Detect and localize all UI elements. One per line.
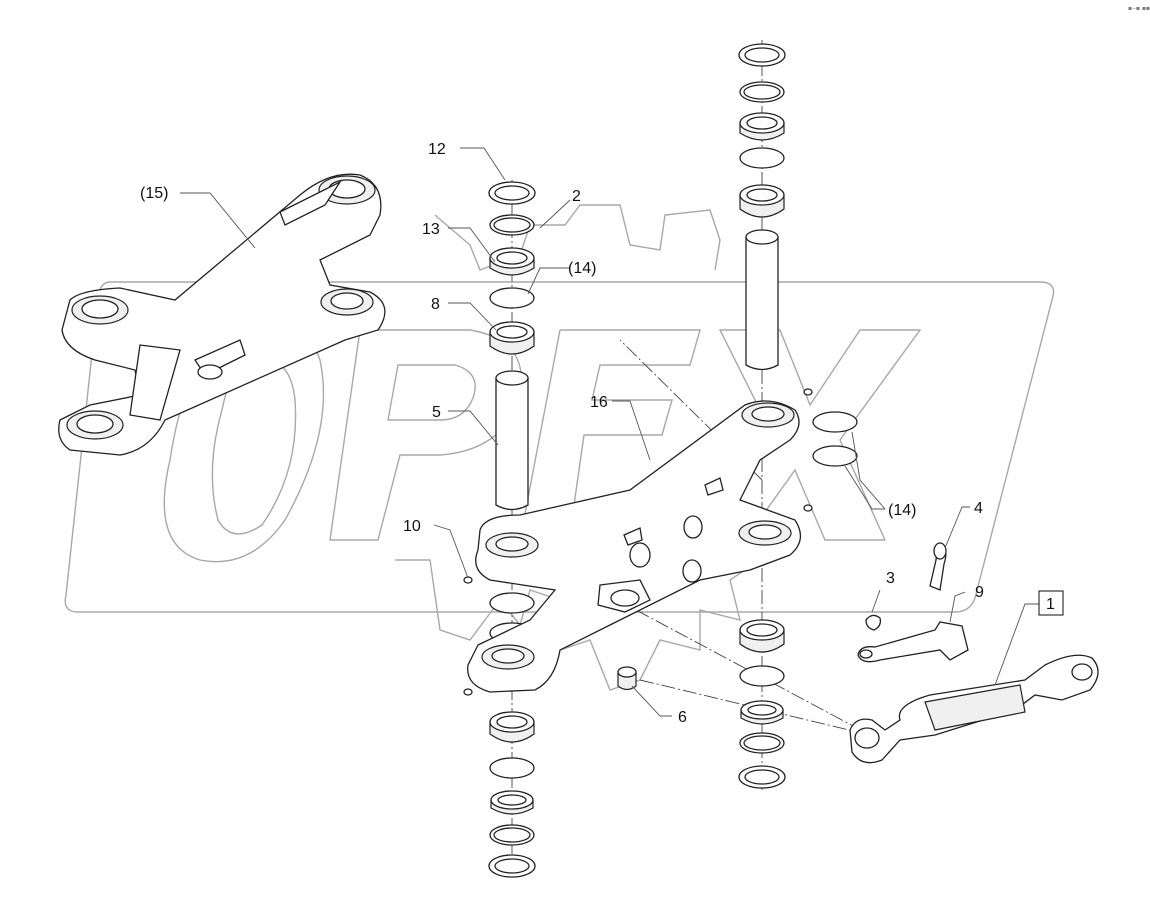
callout-1: 1 [1046,596,1055,613]
right-column-stack [738,43,858,789]
callout-labels: 12 2 13 (14) 8 5 16 10 (15) (14) 4 3 9 1… [140,141,1064,726]
clip-parts-3-4-9 [857,542,969,663]
nuts-part-10 [463,388,813,696]
callout-5: 5 [432,404,441,421]
frame-part-16 [467,400,802,693]
callout-8: 8 [431,296,440,313]
turnbuckle-part-1 [849,654,1099,764]
callout-14: (14) [568,260,596,277]
callout-9: 9 [975,584,984,601]
callout-3: 3 [886,570,895,587]
callout-1-box [1038,590,1064,616]
callout-6: 6 [678,709,687,726]
corner-mark: ▪‒▪ ▪▪ [1128,5,1150,12]
frame-part-15 [58,173,386,456]
left-column-stack [488,181,536,878]
nut-part-6 [617,666,637,691]
callout-11: 12 [428,141,446,158]
callout-10: 10 [403,518,421,535]
callout-4: 4 [974,500,983,517]
callout-12: 13 [422,221,440,238]
leader-lines [180,147,1040,717]
callout-15: (15) [140,185,168,202]
callout-13: (14) [888,502,916,519]
callout-16: 16 [590,394,608,411]
callout-2: 2 [572,188,581,205]
